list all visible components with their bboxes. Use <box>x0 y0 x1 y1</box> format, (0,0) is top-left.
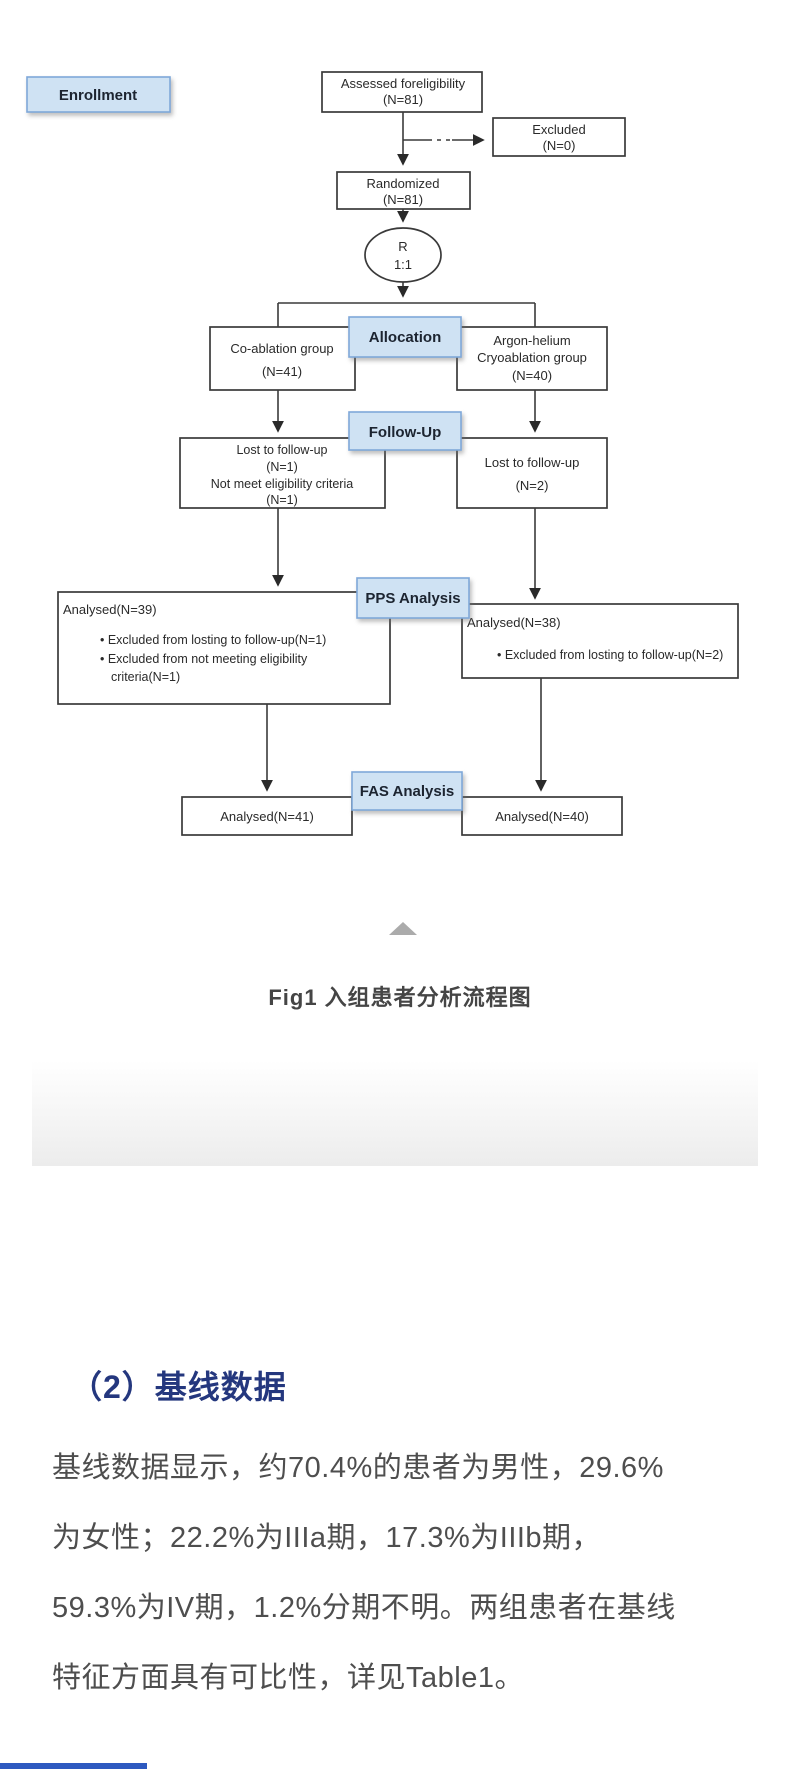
fas-right-box: Analysed(N=40) <box>461 796 623 836</box>
svg-text:(N=2): (N=2) <box>516 478 549 493</box>
section-heading: （2）基线数据 <box>70 1369 287 1405</box>
assessed-box: Assessed foreligibility (N=81) <box>321 71 483 113</box>
svg-text:Analysed(N=40): Analysed(N=40) <box>495 809 589 824</box>
right-lost-box: Lost to follow-up (N=2) <box>456 437 608 509</box>
svg-text:(N=1): (N=1) <box>266 493 298 507</box>
allocation-stage-box: Allocation <box>348 316 462 358</box>
split-connector <box>277 302 536 327</box>
svg-text:Excluded: Excluded <box>532 122 585 137</box>
svg-text:Lost to follow-up: Lost to follow-up <box>236 443 327 457</box>
collapse-triangle-icon[interactable] <box>389 922 417 935</box>
enrollment-stage-box: Enrollment <box>26 76 171 113</box>
svg-text:Co-ablation group: Co-ablation group <box>230 341 333 356</box>
svg-text:• Excluded from losting to fol: • Excluded from losting to follow-up(N=2… <box>497 648 723 662</box>
paragraph-line: 特征方面具有可比性，详见Table1。 <box>52 1662 524 1694</box>
svg-text:(N=40): (N=40) <box>512 368 552 383</box>
pps-left-box: Analysed(N=39) • Excluded from losting t… <box>57 591 391 705</box>
paragraph-line: 为女性；22.2%为IIIa期，17.3%为IIIb期， <box>52 1522 602 1554</box>
figure-caption: Fig1 入组患者分析流程图 <box>268 985 532 1010</box>
svg-text:(N=0): (N=0) <box>543 138 576 153</box>
svg-text:Not meet eligibility criteria: Not meet eligibility criteria <box>211 477 353 491</box>
paragraph-line: 59.3%为IV期，1.2%分期不明。两组患者在基线 <box>52 1592 676 1624</box>
fas-left-box: Analysed(N=41) <box>181 796 353 836</box>
svg-text:Cryoablation group: Cryoablation group <box>477 350 587 365</box>
cryoablation-group-box: Argon-helium Cryoablation group (N=40) <box>456 326 608 391</box>
co-ablation-group-box: Co-ablation group (N=41) <box>209 326 356 391</box>
svg-text:Argon-helium: Argon-helium <box>493 333 570 348</box>
fas-label: FAS Analysis <box>360 783 454 800</box>
svg-text:(N=81): (N=81) <box>383 92 423 107</box>
svg-text:(N=81): (N=81) <box>383 192 423 207</box>
randomized-box: Randomized (N=81) <box>336 171 471 210</box>
svg-text:1:1: 1:1 <box>394 257 412 272</box>
svg-text:Randomized: Randomized <box>367 176 440 191</box>
followup-stage-box: Follow-Up <box>348 411 462 451</box>
pps-stage-box: PPS Analysis <box>356 577 470 619</box>
randomization-ellipse: R 1:1 <box>364 227 442 283</box>
svg-text:(N=41): (N=41) <box>262 364 302 379</box>
enrollment-label: Enrollment <box>59 87 137 104</box>
bottom-accent-bar <box>0 1763 147 1769</box>
excluded-box: Excluded (N=0) <box>492 117 626 157</box>
svg-text:(N=1): (N=1) <box>266 460 298 474</box>
svg-text:Assessed foreligibility: Assessed foreligibility <box>341 76 466 91</box>
pps-right-box: Analysed(N=38) • Excluded from losting t… <box>461 603 739 679</box>
svg-text:Lost to follow-up: Lost to follow-up <box>485 455 580 470</box>
svg-text:Analysed(N=41): Analysed(N=41) <box>220 809 314 824</box>
svg-text:• Excluded from losting to fol: • Excluded from losting to follow-up(N=1… <box>100 633 326 647</box>
followup-label: Follow-Up <box>369 424 441 441</box>
svg-text:R: R <box>398 239 407 254</box>
fade-gradient-band <box>32 1060 758 1166</box>
svg-text:Analysed(N=39): Analysed(N=39) <box>63 602 157 617</box>
svg-text:criteria(N=1): criteria(N=1) <box>111 670 180 684</box>
pps-label: PPS Analysis <box>365 590 460 607</box>
svg-text:• Excluded from not meeting el: • Excluded from not meeting eligibility <box>100 652 308 666</box>
fas-stage-box: FAS Analysis <box>351 771 463 811</box>
allocation-label: Allocation <box>369 329 442 346</box>
paragraph-line: 基线数据显示，约70.4%的患者为男性，29.6% <box>52 1452 664 1484</box>
svg-text:Analysed(N=38): Analysed(N=38) <box>467 615 561 630</box>
consort-flow-diagram: Enrollment Assessed foreligibility (N=81… <box>26 71 739 836</box>
